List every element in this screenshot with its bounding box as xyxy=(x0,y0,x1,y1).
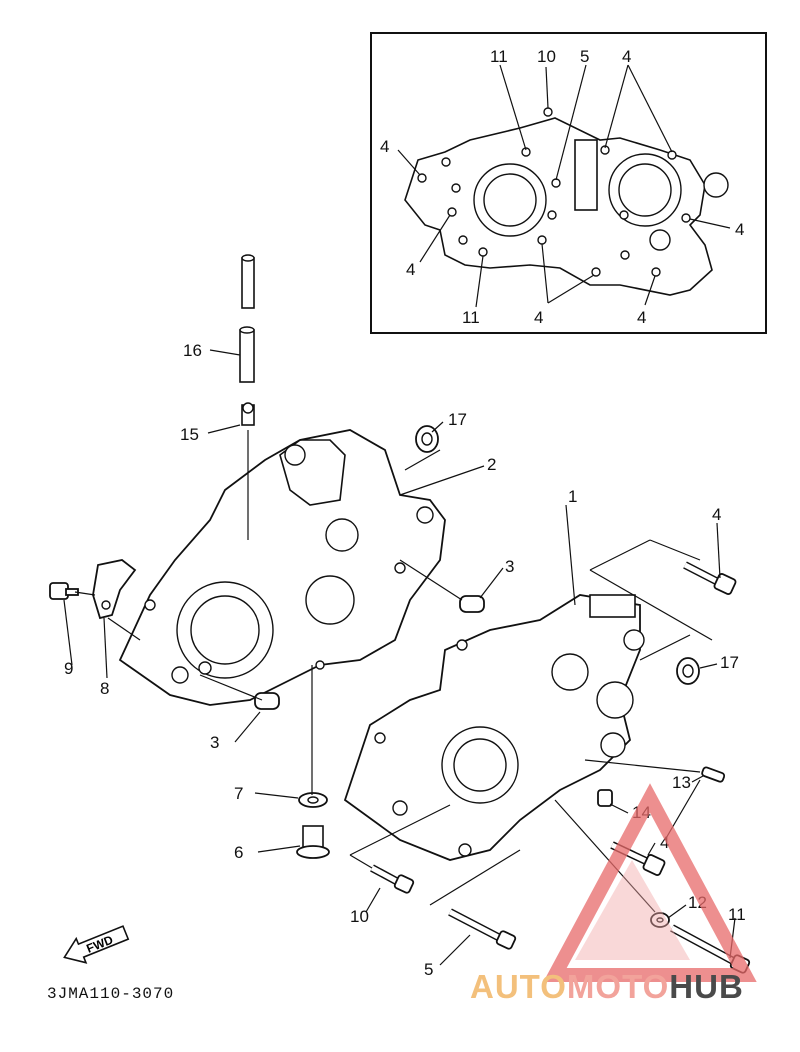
watermark-logo-icon xyxy=(543,783,757,982)
crankcase-right-half xyxy=(343,594,645,861)
callout-11: 11 xyxy=(728,905,746,924)
inset-callout-4-top: 4 xyxy=(622,47,631,66)
inset-callout-4-lower-left: 4 xyxy=(406,260,415,279)
callout-8: 8 xyxy=(100,679,109,698)
bolt-9 xyxy=(49,582,79,600)
dowel-pin-3-lower xyxy=(254,692,280,710)
washer-7 xyxy=(298,792,328,808)
inset-callout-5: 5 xyxy=(580,47,589,66)
callout-10: 10 xyxy=(350,907,369,926)
inset-callout-4-bottom-right: 4 xyxy=(637,308,646,327)
fitting-15 xyxy=(241,402,255,426)
drain-bolt-6 xyxy=(296,825,330,859)
bolt-10 xyxy=(370,864,415,894)
drawing-code: 3JMA110-3070 xyxy=(47,985,175,1003)
inset-detail: 11 10 5 4 4 4 4 11 4 4 xyxy=(370,32,767,334)
inset-callout-4-left: 4 xyxy=(380,137,389,156)
oil-seal-17-lower xyxy=(676,657,700,685)
callout-5: 5 xyxy=(424,960,433,979)
watermark-text-moto: MOTO xyxy=(566,968,670,1005)
inset-callout-10: 10 xyxy=(537,47,556,66)
callout-4-lower: 4 xyxy=(660,833,669,852)
callout-17-lower: 17 xyxy=(720,653,739,672)
watermark-text-hub: HUB xyxy=(669,968,744,1005)
callout-13: 13 xyxy=(672,773,691,792)
stud-14 xyxy=(597,789,613,807)
callout-3-lower: 3 xyxy=(210,733,219,752)
inset-callout-4-right: 4 xyxy=(735,220,744,239)
callout-4-upper: 4 xyxy=(712,505,721,524)
oil-seal-17-upper xyxy=(415,425,439,453)
callout-16: 16 xyxy=(183,341,202,360)
callout-17-upper: 17 xyxy=(448,410,467,429)
inset-callout-11-bottom: 11 xyxy=(462,308,480,327)
callout-1: 1 xyxy=(568,487,577,506)
dowel-pin-3-upper xyxy=(459,595,485,613)
callout-9: 9 xyxy=(64,659,73,678)
inset-callout-11-top: 11 xyxy=(490,47,508,66)
inset-callout-4-bottom: 4 xyxy=(534,308,543,327)
fwd-label: FWD xyxy=(84,932,115,955)
callout-7: 7 xyxy=(234,784,243,803)
watermark-brand: AUTOMOTOHUB xyxy=(470,968,744,1006)
watermark-text-auto: AUTO xyxy=(470,968,567,1005)
dowel-pipe-16 xyxy=(239,254,255,383)
bolt-5 xyxy=(448,908,517,950)
bolt-4-upper xyxy=(683,561,737,595)
callout-2: 2 xyxy=(487,455,496,474)
callout-15: 15 xyxy=(180,425,199,444)
callout-3-upper: 3 xyxy=(505,557,514,576)
fwd-arrow-icon: FWD xyxy=(63,925,130,964)
crankcase-left-half xyxy=(118,429,446,706)
plug-13 xyxy=(701,766,726,783)
callout-6: 6 xyxy=(234,843,243,862)
bracket-8 xyxy=(92,559,137,620)
washer-12 xyxy=(650,912,670,928)
